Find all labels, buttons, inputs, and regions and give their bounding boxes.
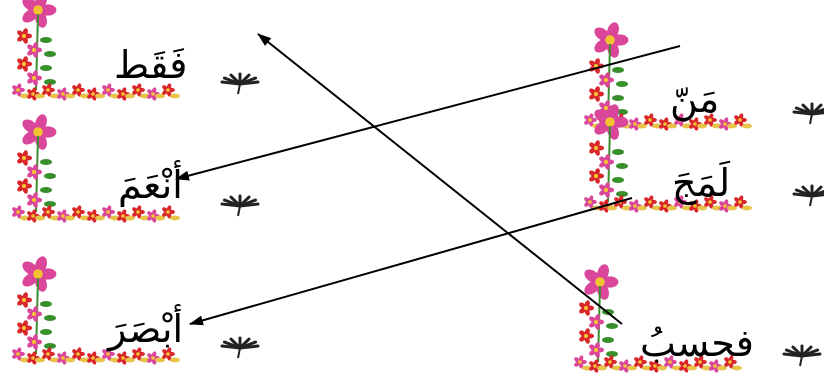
connector-arrow-2 bbox=[189, 197, 633, 326]
left-card-1: فَقَط bbox=[8, 0, 260, 110]
flower-border-decoration bbox=[584, 104, 824, 213]
left-word-3[interactable]: أبْصَرَ bbox=[108, 307, 184, 351]
right-card-3: فحسبُ bbox=[570, 264, 822, 382]
flower-border-decoration bbox=[12, 0, 260, 101]
flower-border-decoration bbox=[574, 264, 822, 373]
left-word-2[interactable]: أنْعَمَ bbox=[118, 163, 183, 207]
left-card-3: أبْصَرَ bbox=[8, 256, 260, 374]
connector-arrow-3 bbox=[257, 33, 623, 325]
left-card-2: أنْعَمَ bbox=[8, 114, 260, 232]
flower-border-decoration bbox=[12, 114, 260, 223]
left-word-1[interactable]: فَقَط bbox=[114, 43, 188, 87]
right-card-2: لَمَجَ bbox=[580, 104, 824, 222]
flower-border-decoration bbox=[12, 256, 260, 365]
right-word-2[interactable]: لَمَجَ bbox=[672, 161, 731, 205]
connector-arrow-1 bbox=[175, 45, 681, 181]
right-word-1[interactable]: مَنّ bbox=[670, 77, 720, 121]
right-word-3[interactable]: فحسبُ bbox=[640, 321, 754, 365]
